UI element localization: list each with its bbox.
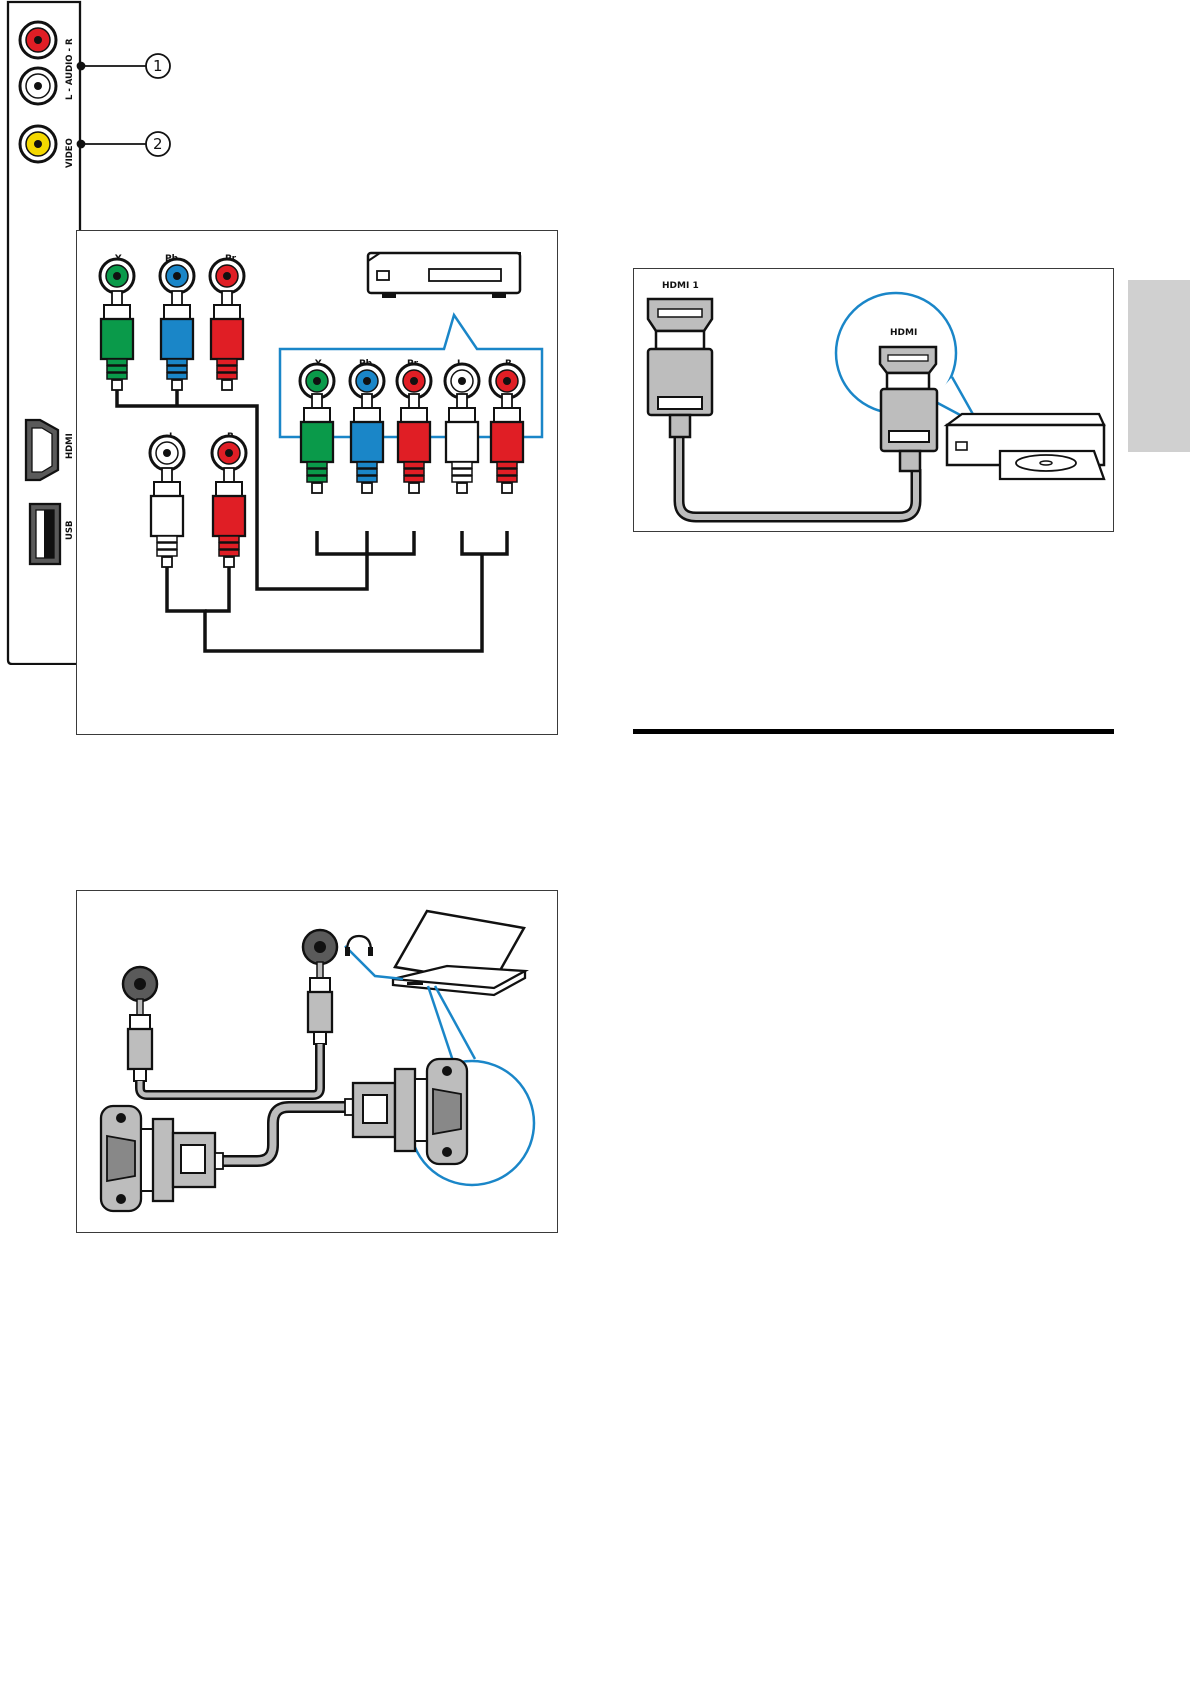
tv-plug-pb xyxy=(159,290,195,391)
device-jack-pb xyxy=(348,362,386,400)
svg-text:2: 2 xyxy=(153,135,163,153)
device-jack-y xyxy=(298,362,336,400)
device-plug-pb xyxy=(349,393,385,494)
hdmi-port xyxy=(24,418,60,482)
device-plug-l xyxy=(444,393,480,494)
audio-label: L - AUDIO - R xyxy=(65,38,75,100)
vga-plug-pc xyxy=(344,1067,428,1153)
device-jack-r xyxy=(488,362,526,400)
audio-l-jack xyxy=(18,66,58,106)
headphone-icon xyxy=(345,934,373,956)
usb-port xyxy=(28,502,62,566)
usb-label: USB xyxy=(65,520,75,540)
headphone-jack-tv xyxy=(121,965,159,1003)
tv-jack-y xyxy=(98,257,136,295)
device-jack-pr xyxy=(395,362,433,400)
tv-plug-pr xyxy=(209,290,245,391)
vga-port-pc xyxy=(425,1057,469,1166)
pc-connection-figure xyxy=(76,890,558,1233)
tv-jack-pr xyxy=(208,257,246,295)
device-plug-r xyxy=(489,393,525,494)
vga-port-tv xyxy=(99,1104,143,1213)
hdmi-label: HDMI xyxy=(65,433,75,459)
hdmi-plug-left xyxy=(646,297,714,439)
audio-r-jack xyxy=(18,20,58,60)
component-connection-figure: Y Pb Pr L R Y Pb Pr L R xyxy=(76,230,558,735)
audio-plug-right xyxy=(306,961,334,1045)
callout-2: 2 xyxy=(145,131,171,157)
device-hdmi-port-label: HDMI xyxy=(890,328,917,338)
vga-plug-tv xyxy=(140,1117,224,1203)
hdmi-plug-right xyxy=(878,345,939,473)
device-jack-l xyxy=(443,362,481,400)
tv-jack-pb xyxy=(158,257,196,295)
video-jack xyxy=(18,124,58,164)
svg-text:1: 1 xyxy=(153,57,163,75)
hdmi-connection-figure: HDMI 1 HDMI xyxy=(633,268,1114,532)
callout-1: 1 xyxy=(145,53,171,79)
headphone-jack-pc xyxy=(301,928,339,966)
tv-jack-r xyxy=(210,434,248,472)
section-side-tab xyxy=(1128,280,1190,452)
audio-plug-left xyxy=(126,998,154,1082)
laptop-icon xyxy=(391,909,530,997)
video-label: VIDEO xyxy=(65,138,75,168)
dvd-player-icon xyxy=(943,412,1106,481)
cables xyxy=(115,386,509,653)
device-plug-y xyxy=(299,393,335,494)
set-top-box-icon xyxy=(366,251,522,298)
tv-hdmi-port-label: HDMI 1 xyxy=(662,281,699,291)
tv-jack-l xyxy=(148,434,186,472)
section-divider xyxy=(633,729,1114,734)
device-plug-pr xyxy=(396,393,432,494)
tv-plug-y xyxy=(99,290,135,391)
tv-plug-r xyxy=(211,467,247,568)
tv-plug-l xyxy=(149,467,185,568)
